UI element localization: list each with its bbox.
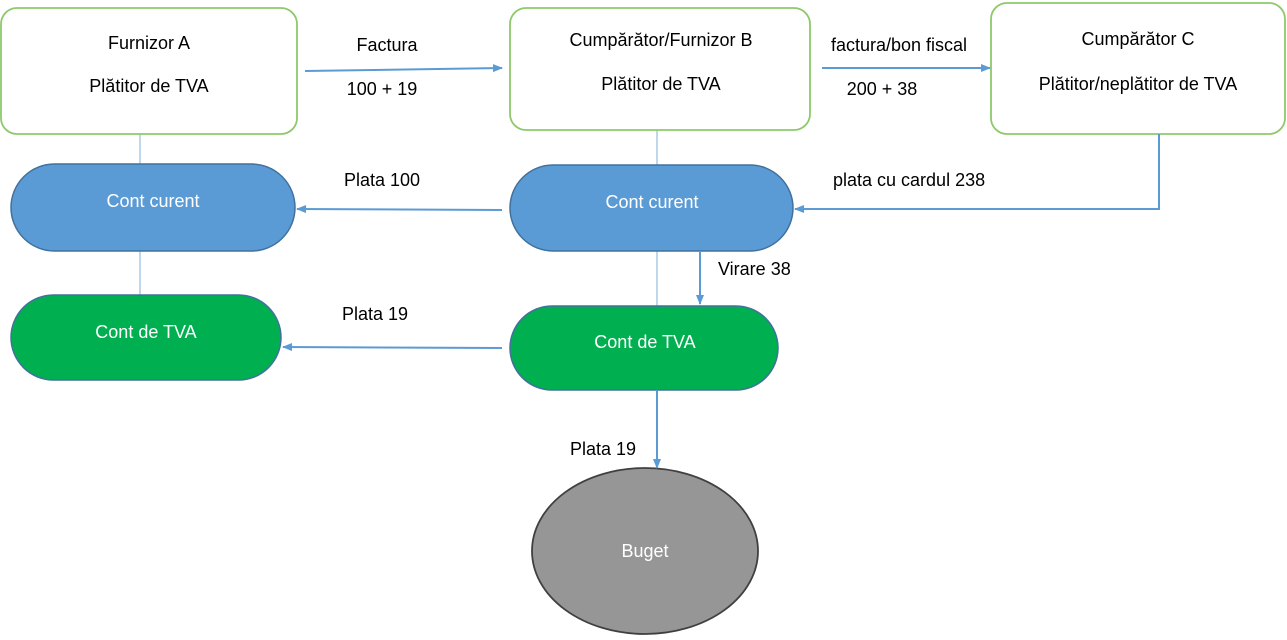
node-furnizor-b-name: Cumpărător/Furnizor B	[569, 30, 752, 50]
node-cumparator-c-status: Plătitor/neplătitor de TVA	[1039, 74, 1237, 94]
arrow-plata-19-a	[282, 343, 503, 352]
node-cont-tva-a-label: Cont de TVA	[95, 322, 196, 342]
node-cumparator-c: Cumpărător C Plătitor/neplătitor de TVA	[990, 2, 1286, 135]
node-furnizor-a-name: Furnizor A	[108, 33, 190, 53]
node-cont-curent-a-label: Cont curent	[106, 191, 199, 211]
edge-plata-19-buget-label: Plata 19	[570, 439, 636, 459]
node-furnizor-b-status: Plătitor de TVA	[601, 74, 720, 94]
arrow-plata-card	[794, 134, 1160, 213]
edge-plata-card-label: plata cu cardul 238	[833, 170, 985, 190]
edge-factura-bc-label: factura/bon fiscal	[831, 35, 967, 55]
node-cont-curent-b-label: Cont curent	[605, 192, 698, 212]
arrow-plata-100	[296, 205, 503, 214]
node-cont-tva-b-label: Cont de TVA	[594, 332, 695, 352]
edge-virare-label: Virare 38	[718, 259, 791, 279]
edge-factura-ab-amount: 100 + 19	[347, 79, 418, 99]
arrow-factura-ab	[304, 64, 503, 73]
node-cumparator-c-name: Cumpărător C	[1081, 29, 1194, 49]
node-cont-curent-a: Cont curent	[10, 163, 296, 252]
node-furnizor-a: Furnizor A Plătitor de TVA	[0, 7, 298, 135]
node-furnizor-a-status: Plătitor de TVA	[89, 76, 208, 96]
edge-factura-ab-label: Factura	[356, 35, 418, 55]
node-cont-tva-b: Cont de TVA	[509, 305, 779, 391]
node-buget-label: Buget	[621, 541, 668, 561]
edge-plata-100-label: Plata 100	[344, 170, 420, 190]
node-buget: Buget	[531, 467, 759, 635]
node-cont-curent-b: Cont curent	[509, 164, 794, 252]
node-cont-tva-a: Cont de TVA	[10, 294, 282, 381]
edge-factura-bc-amount: 200 + 38	[847, 79, 918, 99]
edge-plata-19-a-label: Plata 19	[342, 304, 408, 324]
node-furnizor-b: Cumpărător/Furnizor B Plătitor de TVA	[509, 7, 811, 131]
